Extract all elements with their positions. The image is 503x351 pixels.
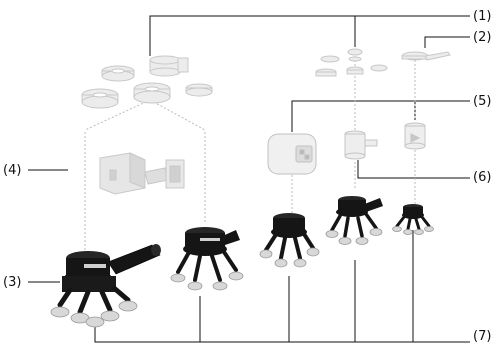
smallest-assembly-legs — [395, 215, 431, 231]
ghost-lid-with-arm — [401, 51, 451, 61]
assembly-guides — [84, 52, 416, 252]
callout-5: (5) — [473, 94, 492, 109]
ring-part — [133, 82, 171, 104]
ghost-ring-set-right — [315, 48, 388, 77]
large-assembly-legs — [57, 285, 131, 315]
callout-4: (4) — [3, 163, 22, 178]
ring-part — [149, 55, 189, 77]
smallest-assembly — [392, 204, 434, 235]
mid-assembly — [259, 213, 320, 268]
leader-5 — [291, 100, 470, 132]
leader-2 — [424, 36, 470, 48]
ring-part — [101, 65, 135, 82]
callout-1: (1) — [473, 9, 492, 24]
callout-7: (7) — [473, 329, 492, 344]
ring-part — [81, 88, 119, 109]
large-assembly-feet — [50, 300, 138, 328]
ghost-camera-housing — [267, 133, 317, 175]
leader-1 — [149, 15, 470, 56]
leader-lines — [28, 15, 470, 343]
mid-assembly-legs — [264, 232, 315, 260]
callout-2: (2) — [473, 30, 492, 45]
callout-3: (3) — [3, 275, 22, 290]
ghost-adapter-block — [99, 152, 185, 195]
ghost-cylinder-cap — [404, 122, 426, 150]
smallest-assembly-feet — [392, 226, 434, 235]
medium-assembly-legs — [176, 250, 238, 282]
medium-assembly-feet — [170, 271, 244, 291]
large-assembly — [50, 244, 161, 328]
mid-assembly-feet — [259, 247, 320, 268]
ghost-canister-nozzle — [344, 130, 378, 160]
medium-assembly — [170, 227, 244, 291]
small-assembly — [325, 196, 383, 245]
callout-6: (6) — [473, 170, 492, 185]
leader-6 — [357, 160, 470, 179]
small-assembly-legs — [330, 212, 378, 238]
ghost-ring-set-left — [81, 55, 213, 109]
small-assembly-feet — [325, 228, 383, 245]
leader-7 — [94, 318, 470, 343]
ring-part — [185, 83, 213, 97]
